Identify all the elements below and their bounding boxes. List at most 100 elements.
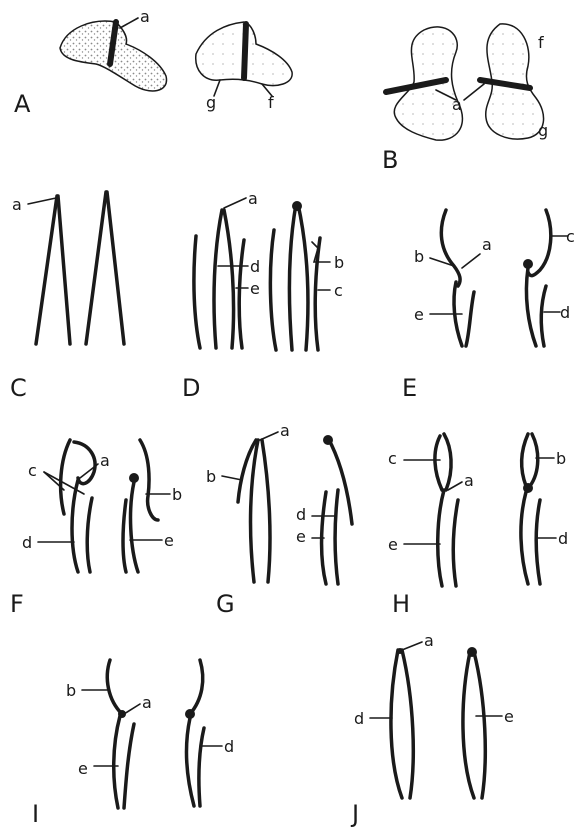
label-e-a: a <box>482 235 492 254</box>
leader-j-a <box>401 641 423 651</box>
arm-i-right-upper <box>188 658 205 716</box>
panel-label-a: A <box>14 90 31 118</box>
centromere-band-b-left <box>383 77 449 95</box>
leader-f-c-2 <box>43 471 85 495</box>
arm-i-right-lower-2 <box>197 726 206 808</box>
leader-e-a <box>461 253 481 269</box>
leader-i-a <box>123 703 141 715</box>
leader-d-b <box>311 241 331 263</box>
panel-label-e: E <box>402 374 417 402</box>
leader-a-f <box>261 83 273 97</box>
panel-label-j: J <box>350 800 359 828</box>
chromatid-c-3 <box>84 190 108 346</box>
arm-e-left-upper <box>439 208 462 288</box>
label-f-e: e <box>164 531 174 550</box>
label-d-c: c <box>334 281 343 300</box>
label-g-b: b <box>206 467 216 486</box>
chromatid-j-2 <box>400 648 416 800</box>
arm-h-left-upper-1 <box>433 434 444 492</box>
arm-f-right-upper <box>138 438 160 522</box>
panel-i: b a e d I <box>32 658 234 828</box>
leader-e-b <box>429 257 455 267</box>
label-b-a: a <box>452 95 462 114</box>
panel-label-b: B <box>382 146 398 174</box>
arm-f-left-lower-2 <box>85 496 94 574</box>
arm-h-right-lower-2 <box>534 498 542 586</box>
panel-f: c a d b e F <box>10 438 182 618</box>
label-e-e: e <box>414 305 424 324</box>
label-f-b: b <box>172 485 182 504</box>
arm-h-right-upper-1 <box>520 432 530 488</box>
label-h-c: c <box>388 449 397 468</box>
centromere-band-b-right <box>477 77 533 91</box>
centromere-band-a-left <box>107 19 119 67</box>
chromatid-j-4 <box>472 650 488 800</box>
arm-f-right-lower-1 <box>128 480 140 574</box>
arm-f-right-lower-2 <box>121 498 128 574</box>
label-a-a: a <box>140 7 150 26</box>
chromatid-d-2 <box>212 208 224 350</box>
arm-g-left-upper <box>236 438 258 504</box>
label-a-f: f <box>268 93 274 112</box>
panel-j: a d e J <box>350 631 514 828</box>
leader-g-b <box>221 475 243 481</box>
arm-h-right-upper-2 <box>528 432 540 488</box>
centromere-g-right <box>323 435 333 445</box>
chromatid-c-1 <box>34 194 59 346</box>
chromatid-d-3 <box>222 208 236 350</box>
centromere-band-a-right <box>241 21 249 81</box>
panel-c: a C <box>10 190 126 402</box>
arm-h-left-lower-1 <box>436 488 446 588</box>
chromatid-c-2 <box>56 194 72 346</box>
arm-g-right-lower-2 <box>333 488 340 586</box>
label-b-g: g <box>538 121 548 140</box>
arm-h-left-lower-2 <box>451 498 460 588</box>
arm-h-left-upper-2 <box>442 432 453 492</box>
label-f-c: c <box>28 461 37 480</box>
leader-h-a <box>447 481 463 491</box>
chromatid-d-8 <box>313 236 322 352</box>
panel-label-i: I <box>32 800 39 828</box>
arm-e-right-upper <box>526 208 553 278</box>
arm-f-left-lower-1 <box>70 478 80 574</box>
chromatid-d-7 <box>296 202 310 352</box>
label-e-d: d <box>560 303 570 322</box>
leader-g-a <box>259 431 279 441</box>
panel-a: a g f A <box>14 7 293 118</box>
chromatid-d-6 <box>287 202 298 352</box>
label-c-a: a <box>12 195 22 214</box>
panel-h: c a e b d H <box>388 432 568 618</box>
leader-b-a-right <box>463 83 485 101</box>
chromatid-c-4 <box>105 190 126 346</box>
panel-b: a f g B <box>382 23 548 174</box>
label-f-d: d <box>22 533 32 552</box>
label-j-a: a <box>424 631 434 650</box>
arm-f-left-upper-2 <box>72 440 97 486</box>
leader-a-a <box>119 17 139 29</box>
label-d-e: e <box>250 279 260 298</box>
arm-e-right-lower-1 <box>524 266 538 348</box>
panel-g: a b d e G <box>206 421 354 618</box>
label-i-e: e <box>78 759 88 778</box>
leader-b-a-left <box>435 89 457 101</box>
centromere-d-right <box>292 201 302 211</box>
centromere-j-right <box>467 647 477 657</box>
centromere-j-left <box>397 648 403 654</box>
label-e-b: b <box>414 247 424 266</box>
label-g-a: a <box>280 421 290 440</box>
arm-g-right-lower-1 <box>319 490 328 586</box>
arm-e-left-lower-2 <box>464 290 476 348</box>
label-i-b: b <box>66 681 76 700</box>
label-f-a: a <box>100 451 110 470</box>
arm-e-right-lower-2 <box>539 284 548 348</box>
label-g-e: e <box>296 527 306 546</box>
label-i-a: a <box>142 693 152 712</box>
arm-i-left-lower-2 <box>122 722 136 810</box>
label-g-d: d <box>296 505 306 524</box>
leader-c-a <box>27 197 57 205</box>
chromatid-d-4 <box>237 238 246 350</box>
arm-g-left-lower-2 <box>260 438 272 584</box>
panel-label-d: D <box>182 374 200 402</box>
leader-a-g <box>213 79 221 97</box>
